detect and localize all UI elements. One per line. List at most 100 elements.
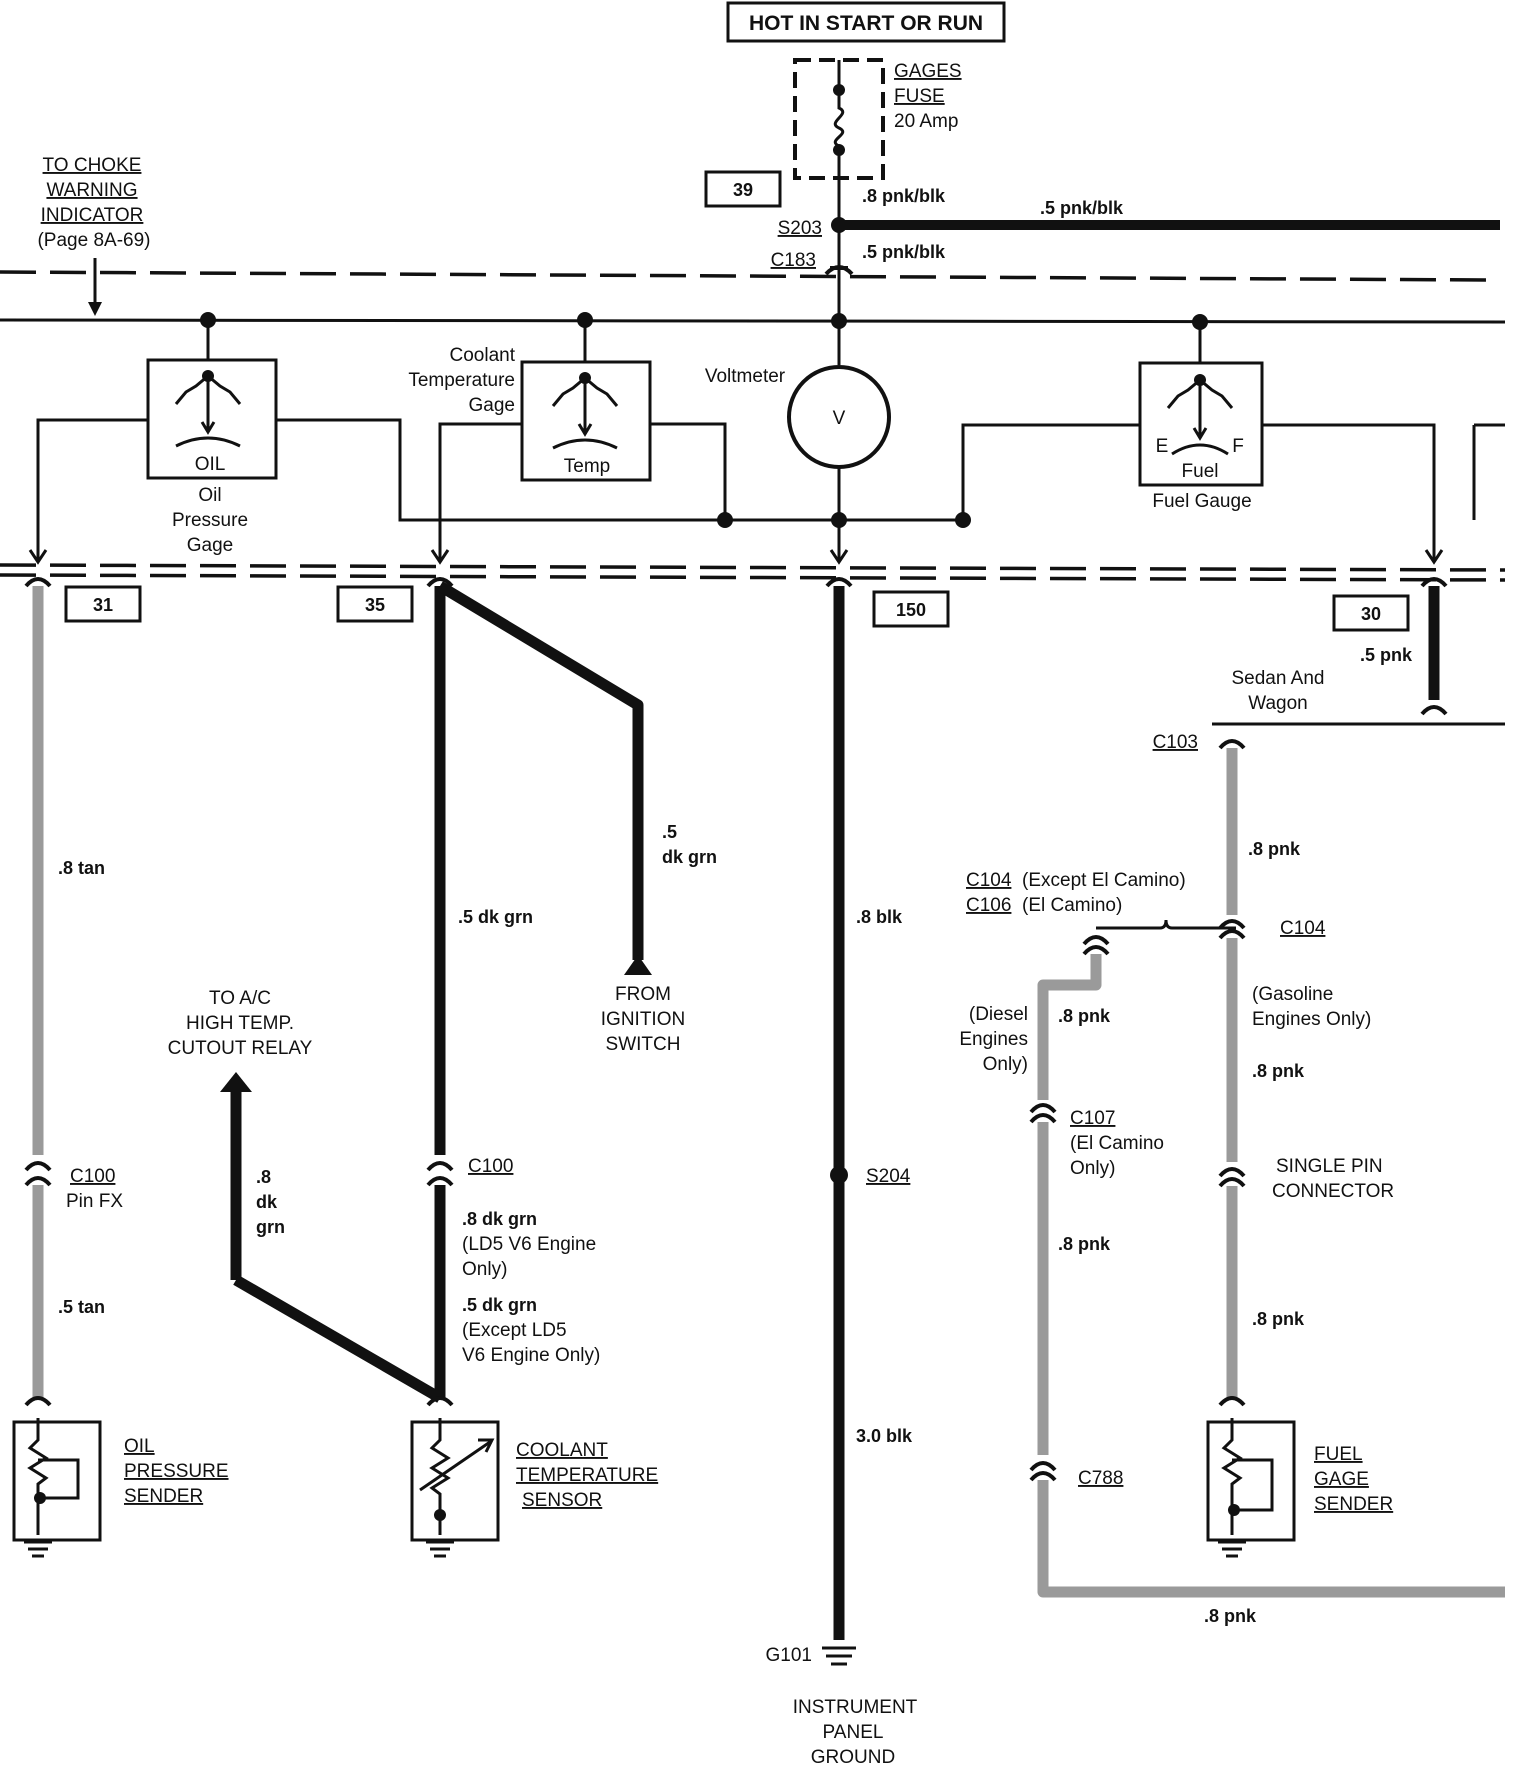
connector-c788-label: C788	[1078, 1468, 1123, 1489]
connector-c100-oil-bottom	[24, 1176, 52, 1187]
fuel-gauge-face-label: Fuel	[1182, 461, 1219, 482]
coolant-sensor-label-2: TEMPERATURE	[516, 1465, 658, 1486]
wire-label-after-c183: .5 pnk/blk	[862, 242, 946, 262]
connector-c104-c106-left-top	[1082, 935, 1110, 946]
extra-gauge-wire	[1472, 423, 1505, 520]
circuit-number-31: 31	[93, 595, 113, 615]
coolant-ld5-note-1: (LD5 V6 Engine	[462, 1234, 596, 1255]
cluster-boundary-top	[0, 270, 1491, 282]
fuel-gauge-ground-wire	[839, 423, 1140, 522]
coolant-sensor-label-1: COOLANT	[516, 1440, 608, 1461]
connector-c107-top	[1029, 1103, 1057, 1114]
oil-gauge-name-3: Gage	[187, 535, 233, 556]
c104-label: C104	[966, 870, 1012, 891]
temp-gauge-name-3: Gage	[469, 395, 515, 416]
diesel-note-1: (Diesel	[969, 1004, 1028, 1025]
connector-c183-label: C183	[771, 250, 816, 271]
oil-sender-ground-icon	[24, 1540, 52, 1558]
wire-label-coolant-upper: .5 dk grn	[458, 907, 533, 927]
fuse-element-icon	[833, 90, 845, 150]
ground-label-2: PANEL	[823, 1722, 884, 1743]
sedan-wagon-label-2: Wagon	[1248, 693, 1308, 714]
coolant-sensor-box	[410, 1420, 500, 1542]
fuel-sender-node	[1228, 1504, 1240, 1516]
wire-label-ground-lower: 3.0 blk	[856, 1426, 913, 1446]
ground-label-1: INSTRUMENT	[793, 1697, 918, 1718]
wire-label-ignition-b: dk grn	[662, 847, 717, 867]
c106-label: C106	[966, 895, 1011, 916]
fuel-sender-label-2: GAGE	[1314, 1469, 1369, 1490]
diesel-note-2: Engines	[959, 1029, 1028, 1050]
wire-label-coolant-ld5: .8 dk grn	[462, 1209, 537, 1229]
temp-cluster-arrow-icon	[430, 549, 450, 565]
connector-c107-label: C107	[1070, 1108, 1115, 1129]
choke-page-ref: (Page 8A-69)	[37, 230, 150, 251]
circuit-number-box-35	[336, 585, 414, 623]
voltmeter-face-label: V	[833, 408, 846, 429]
cluster-boundary-bottom	[0, 563, 1506, 572]
fuel-gauge-scale-icon	[1171, 443, 1229, 456]
connector-c100-coolant-label: C100	[468, 1156, 513, 1177]
power-label-box	[726, 1, 1006, 43]
sedan-wagon-label-1: Sedan And	[1232, 668, 1325, 689]
connector-c788-top	[1029, 1461, 1057, 1472]
single-pin-connector-bottom	[1218, 1177, 1246, 1188]
oil-gauge-needle-icon	[200, 376, 216, 435]
temp-gauge-ground-node	[717, 512, 733, 528]
fuel-sender-box	[1206, 1420, 1296, 1542]
volt-cluster-arrow-icon	[829, 549, 849, 565]
fuel-gauge-out-wire	[1262, 423, 1436, 560]
ignition-label-3: SWITCH	[606, 1034, 681, 1055]
ground-id: G101	[766, 1645, 812, 1666]
oil-sender-label-1: OIL	[124, 1436, 155, 1457]
circuit-number-35: 35	[365, 595, 385, 615]
ground-g101-icon	[822, 1646, 856, 1666]
oil-sender-box	[12, 1420, 102, 1542]
fuel-gauge-e: E	[1156, 436, 1169, 457]
oil-cluster-arrow-icon	[28, 549, 48, 565]
connector-c107-note-2: Only)	[1070, 1158, 1115, 1179]
fuel-gauge-name: Fuel Gauge	[1152, 491, 1251, 512]
temp-gauge-name-1: Coolant	[450, 345, 516, 366]
circuit-number-30: 30	[1361, 604, 1381, 624]
wire-label-diesel-top: .8 pnk	[1058, 1006, 1111, 1026]
wire-label-ac-a: .8	[256, 1167, 271, 1187]
connector-c100-oil-label: C100	[70, 1166, 115, 1187]
oil-sender-resistor-icon	[27, 1418, 49, 1535]
splice-s204-label: S204	[866, 1166, 911, 1187]
connector-c104-right-top	[1218, 919, 1246, 930]
temp-gauge-face-label: Temp	[564, 456, 610, 477]
choke-line2: WARNING	[46, 180, 137, 201]
connector-c104-c106-left-bottom	[1082, 945, 1110, 956]
fuel-gauge-f: F	[1232, 436, 1244, 457]
connector-c788-bottom	[1029, 1471, 1057, 1482]
fuse-rating: 20 Amp	[894, 111, 958, 132]
oil-sender-label-2: PRESSURE	[124, 1461, 229, 1482]
temp-gauge-ground-wire	[650, 422, 727, 520]
connector-c100-coolant-bottom	[426, 1176, 454, 1187]
wire-label-diesel-lower: .8 pnk	[1058, 1234, 1111, 1254]
oil-sender-wiper-icon	[38, 1458, 80, 1500]
circuit-number-150: 150	[896, 600, 926, 620]
cluster-pin-fuel	[1420, 577, 1448, 588]
power-bus	[0, 318, 1506, 324]
oil-sender-node	[34, 1492, 46, 1504]
coolant-exc-note-2: V6 Engine Only)	[462, 1345, 600, 1366]
connector-c100-oil-pin: Pin FX	[66, 1191, 123, 1212]
wire-label-ac-b: dk	[256, 1192, 278, 1212]
oil-gauge-out-wire	[36, 418, 148, 560]
wire-label-coolant-exc: .5 dk grn	[462, 1295, 537, 1315]
single-pin-label-1: SINGLE PIN	[1276, 1156, 1383, 1177]
coolant-sensor-resistor-icon	[429, 1418, 451, 1535]
temp-gauge-name-2: Temperature	[408, 370, 515, 391]
connector-c103	[1218, 739, 1246, 750]
ac-label-3: CUTOUT RELAY	[168, 1038, 313, 1059]
oil-gauge-face-label: OIL	[195, 454, 226, 475]
coolant-exc-note-1: (Except LD5	[462, 1320, 567, 1341]
connector-c107-bottom	[1029, 1113, 1057, 1124]
sedan-wagon-connector	[1420, 705, 1448, 716]
oil-gauge-name-1: Oil	[198, 485, 221, 506]
power-label: HOT IN START OR RUN	[749, 12, 983, 35]
circuit-number-39: 39	[733, 180, 753, 200]
temp-gauge-out-wire	[438, 422, 522, 560]
